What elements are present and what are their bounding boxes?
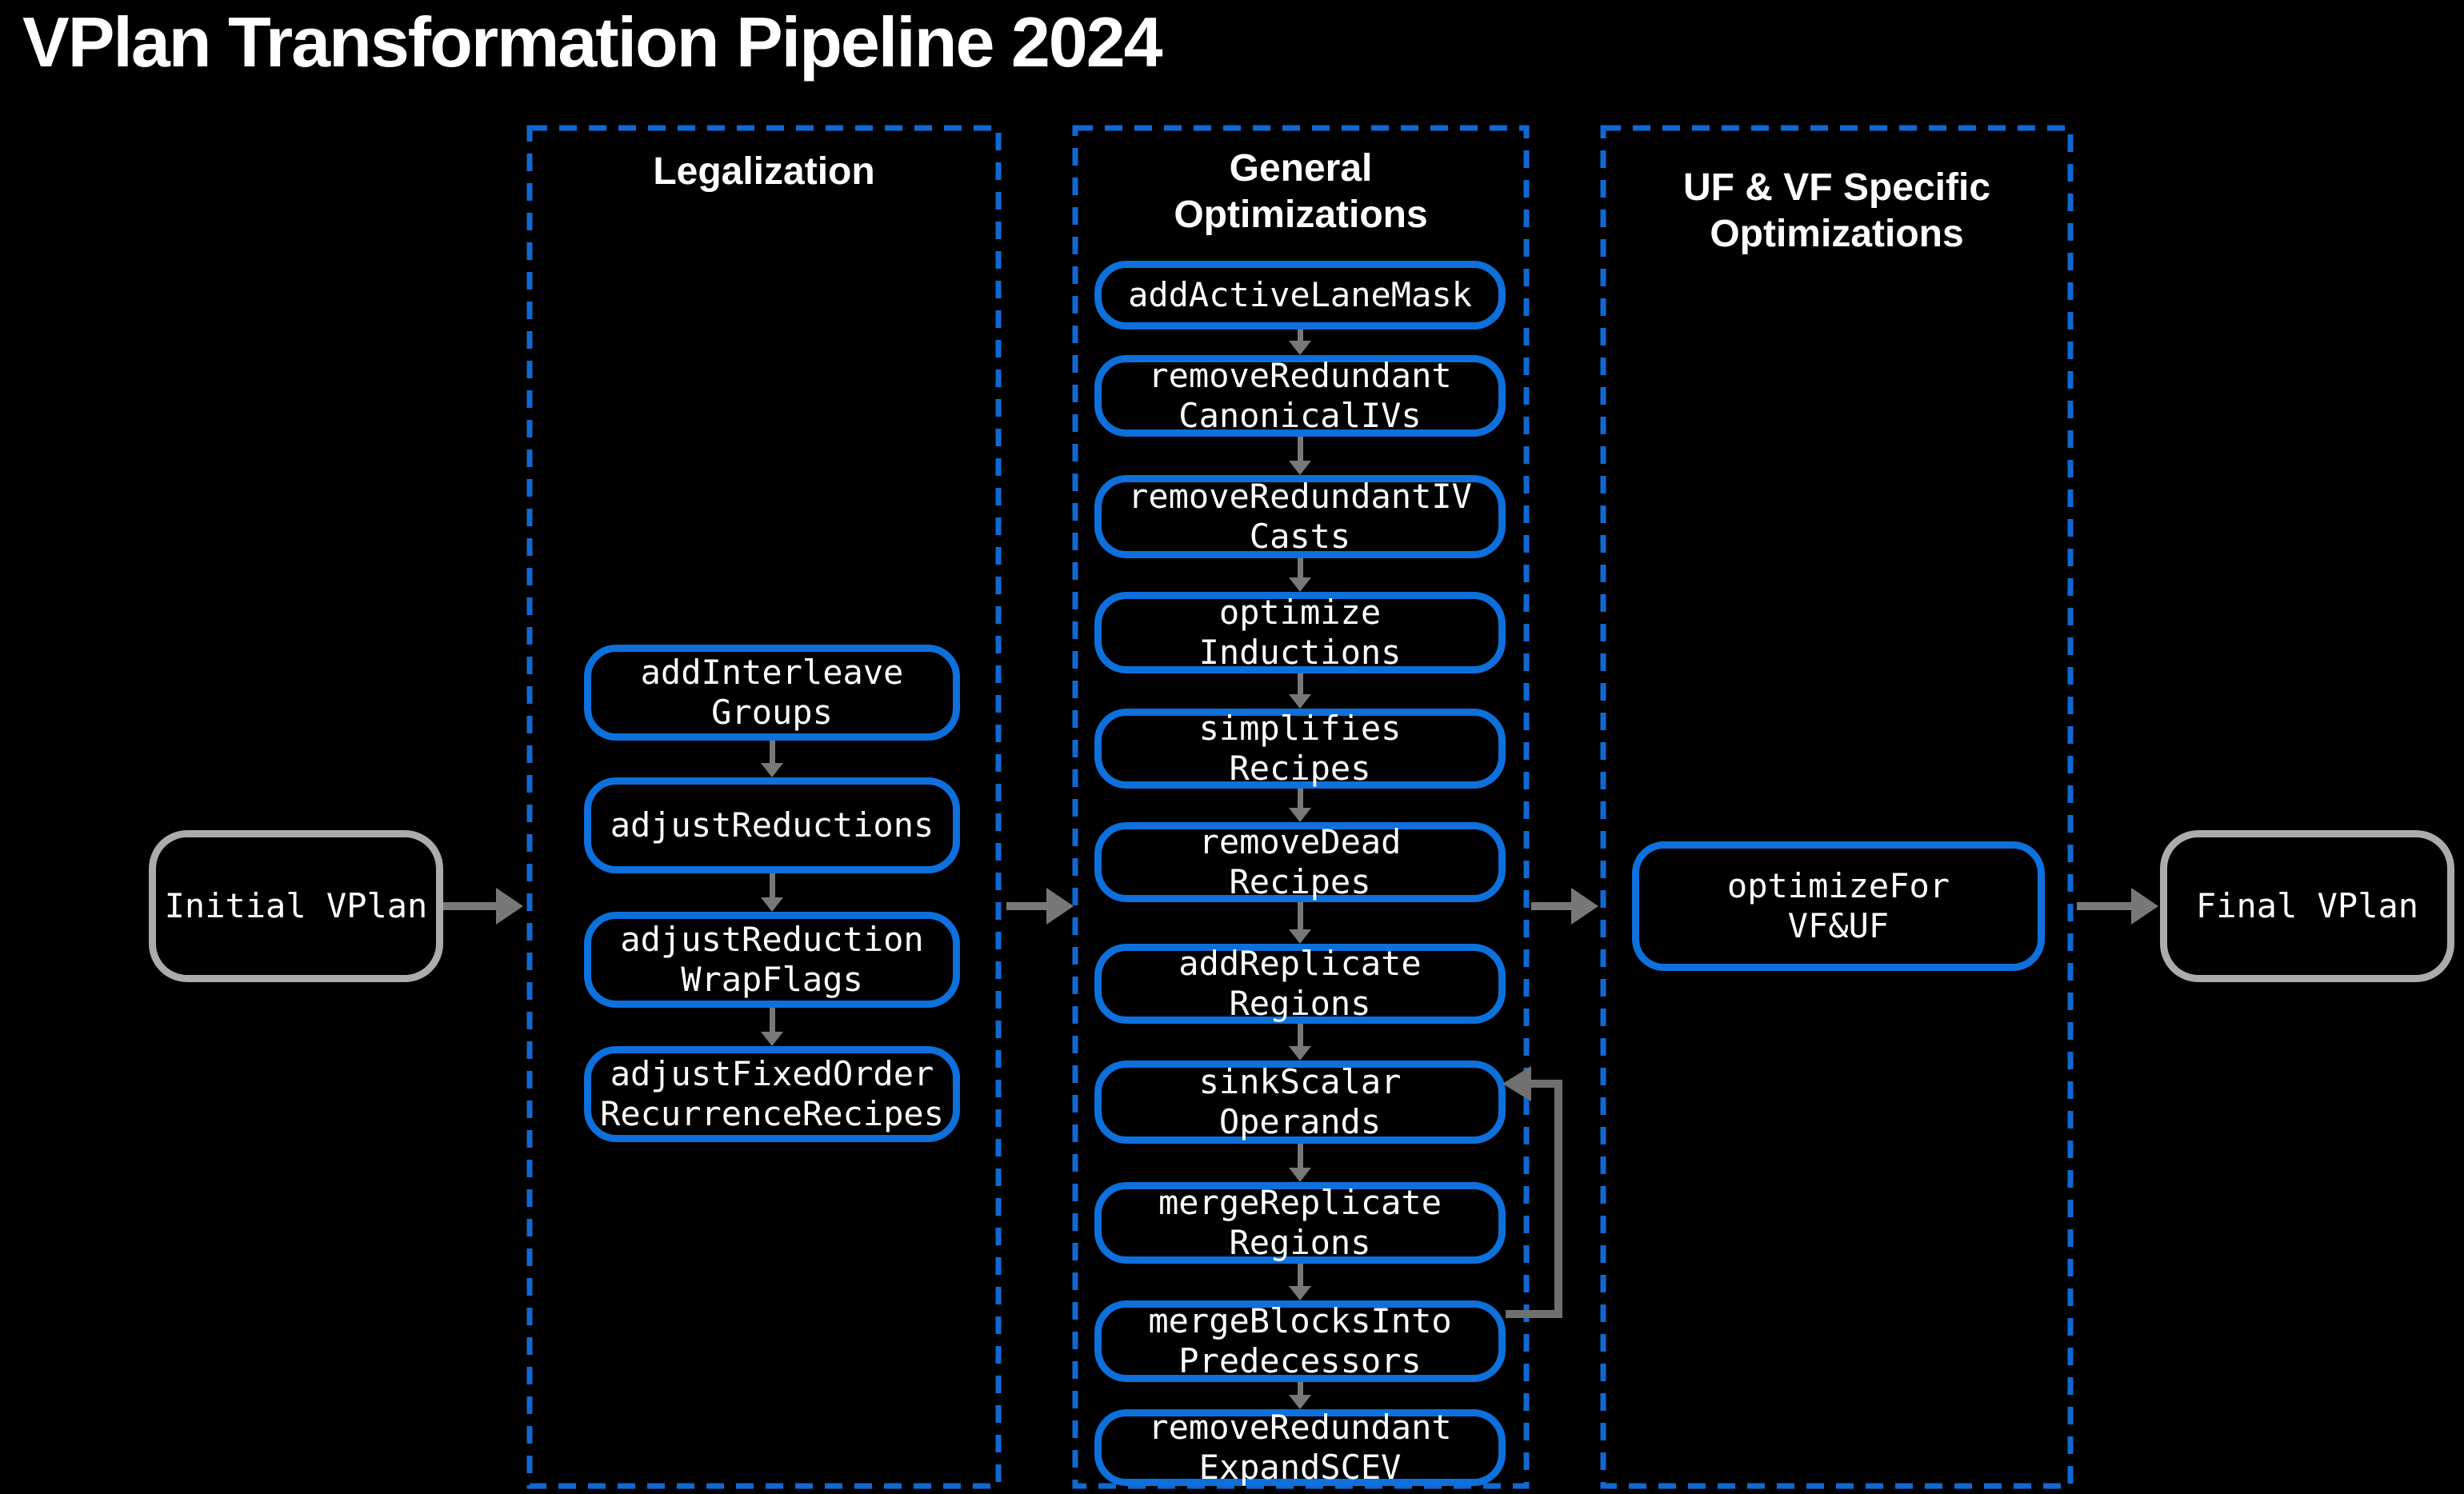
column-general-optimizations: General Optimizations (1072, 125, 1530, 1489)
dashed-border (1072, 125, 1530, 1489)
arrow-right-legalization-to-general (1006, 888, 1074, 925)
arrow-down-icon (1284, 330, 1316, 355)
dashed-border (1600, 125, 2074, 1489)
node-adjustReductions: adjustReductions (584, 777, 960, 873)
arrow-down-icon (1284, 673, 1316, 709)
loop-arrow-bottom-segment (1506, 1310, 1562, 1318)
arrow-right-ufvf-to-final (2077, 888, 2158, 925)
node-addInterleaveGroups: addInterleave Groups (584, 645, 960, 741)
arrow-right-general-to-ufvf (1531, 888, 1598, 925)
node-simplifiesRecipes: simplifies Recipes (1094, 709, 1506, 789)
node-addActiveLaneMask: addActiveLaneMask (1094, 261, 1506, 330)
arrow-down-icon (1284, 789, 1316, 822)
arrow-down-icon (1284, 1144, 1316, 1182)
page-title: VPlan Transformation Pipeline 2024 (22, 2, 1163, 82)
arrow-down-icon (1284, 437, 1316, 475)
node-mergeBlocksIntoPredecessors: mergeBlocksInto Predecessors (1094, 1300, 1506, 1382)
column-header-legalization: Legalization (653, 150, 875, 193)
column-legalization: Legalization (526, 125, 1002, 1489)
arrow-down-icon (1284, 1024, 1316, 1061)
arrow-down-icon (1284, 1264, 1316, 1300)
node-final-vplan: Final VPlan (2160, 830, 2454, 982)
arrow-down-icon (1284, 558, 1316, 592)
node-removeRedundantIVCasts: removeRedundantIV Casts (1094, 475, 1506, 558)
node-sinkScalarOperands: sinkScalar Operands (1094, 1061, 1506, 1144)
column-header-general-optimizations: General Optimizations (1174, 147, 1428, 236)
arrow-down-icon (756, 1008, 788, 1046)
column-uf-vf-optimizations: UF & VF Specific Optimizations (1600, 125, 2074, 1489)
arrow-down-icon (1284, 1382, 1316, 1409)
node-adjustReductionWrapFlags: adjustReduction WrapFlags (584, 912, 960, 1008)
node-removeDeadRecipes: removeDead Recipes (1094, 822, 1506, 902)
node-initial-vplan: Initial VPlan (149, 830, 443, 982)
arrow-down-icon (756, 741, 788, 777)
loop-arrow-head-icon (1502, 1066, 1531, 1101)
arrow-down-icon (1284, 902, 1316, 944)
loop-arrow-vertical-segment (1554, 1080, 1562, 1318)
arrow-down-icon (756, 873, 788, 912)
node-adjustFixedOrderRecurrenceRecipes: adjustFixedOrder RecurrenceRecipes (584, 1046, 960, 1142)
dashed-border (526, 125, 1002, 1489)
node-removeRedundantCanonicalIVs: removeRedundant CanonicalIVs (1094, 355, 1506, 437)
loop-arrow-top-segment (1531, 1080, 1562, 1088)
node-mergeReplicateRegions: mergeReplicate Regions (1094, 1182, 1506, 1264)
node-addReplicateRegions: addReplicate Regions (1094, 944, 1506, 1024)
node-removeRedundantExpandSCEV: removeRedundant ExpandSCEV (1094, 1408, 1506, 1487)
node-optimizeInductions: optimize Inductions (1094, 592, 1506, 673)
arrow-right-initial-to-legalization (443, 888, 523, 925)
node-optimizeForVFUF: optimizeFor VF&UF (1632, 841, 2045, 971)
column-header-uf-vf-optimizations: UF & VF Specific Optimizations (1682, 166, 1991, 255)
